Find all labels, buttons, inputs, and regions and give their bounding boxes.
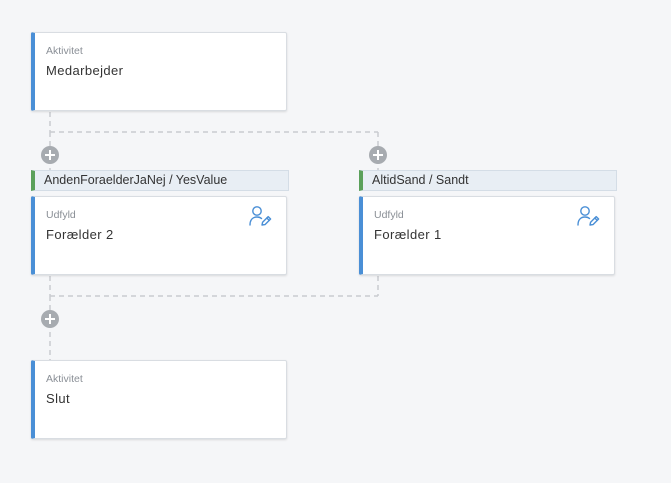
activity-title: Slut xyxy=(46,391,71,406)
fill-title: Forælder 1 xyxy=(374,227,442,242)
activity-kind-label: Aktivitet xyxy=(46,45,83,57)
add-step-right-button[interactable] xyxy=(369,146,387,164)
user-edit-icon[interactable] xyxy=(248,204,272,228)
condition-label-left[interactable]: AndenForaelderJaNej / YesValue xyxy=(31,170,289,191)
fill-card-right[interactable]: Udfyld Forælder 1 xyxy=(359,196,615,275)
fill-title: Forælder 2 xyxy=(46,227,114,242)
activity-card-end[interactable]: Aktivitet Slut xyxy=(31,360,287,439)
condition-label-right[interactable]: AltidSand / Sandt xyxy=(359,170,617,191)
fill-kind-label: Udfyld xyxy=(46,209,76,221)
fill-card-left[interactable]: Udfyld Forælder 2 xyxy=(31,196,287,275)
add-step-left-button[interactable] xyxy=(41,146,59,164)
activity-card-start[interactable]: Aktivitet Medarbejder xyxy=(31,32,287,111)
add-step-after-merge-button[interactable] xyxy=(41,310,59,328)
user-edit-icon[interactable] xyxy=(576,204,600,228)
activity-kind-label: Aktivitet xyxy=(46,373,83,385)
fill-kind-label: Udfyld xyxy=(374,209,404,221)
activity-title: Medarbejder xyxy=(46,63,124,78)
